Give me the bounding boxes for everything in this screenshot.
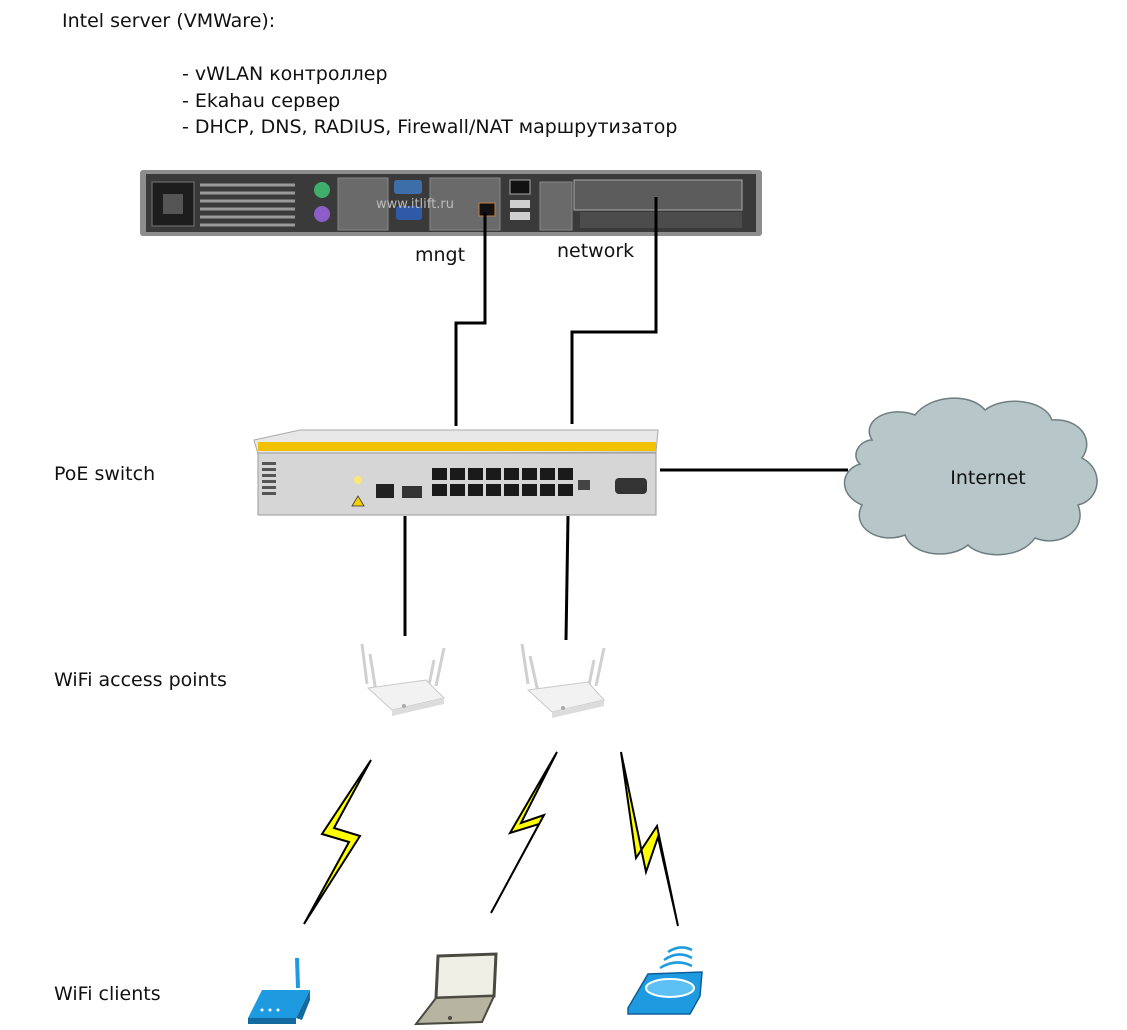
clients-label: WiFi clients bbox=[54, 983, 161, 1005]
network-cable bbox=[570, 197, 658, 424]
internet-label: Internet bbox=[950, 467, 1025, 489]
mngt-link-label: mngt bbox=[415, 244, 466, 266]
ap2-cable bbox=[564, 515, 570, 641]
access-point-1-icon bbox=[360, 643, 446, 716]
internet-cloud-icon bbox=[843, 397, 1098, 556]
server-role-ekahau: - Ekahau сервер bbox=[182, 90, 341, 112]
mngt-cable bbox=[454, 212, 487, 426]
access-point-2-icon bbox=[520, 643, 606, 718]
laptop-client-icon bbox=[413, 952, 498, 1026]
lightning-bolt-2-icon bbox=[490, 751, 558, 914]
poe-switch-icon bbox=[253, 429, 659, 516]
server-title: Intel server (VMWare): bbox=[62, 10, 276, 32]
server-watermark: www.itlift.ru bbox=[376, 197, 454, 212]
server-role-vwlan: - vWLAN контроллер bbox=[182, 63, 388, 85]
lightning-bolt-1-icon bbox=[303, 759, 372, 925]
server-icon: www.itlift.ru bbox=[140, 170, 762, 236]
network-link-label: network bbox=[557, 240, 635, 262]
cables bbox=[403, 197, 848, 641]
lightning-bolt-3-icon bbox=[620, 751, 679, 927]
base-station-client-icon bbox=[627, 946, 703, 1015]
wireless-router-client-icon bbox=[248, 957, 310, 1024]
poe-switch-label: PoE switch bbox=[54, 463, 156, 485]
access-points-label: WiFi access points bbox=[54, 669, 227, 691]
server-role-router: - DHCP, DNS, RADIUS, Firewall/NAT маршру… bbox=[182, 116, 678, 138]
